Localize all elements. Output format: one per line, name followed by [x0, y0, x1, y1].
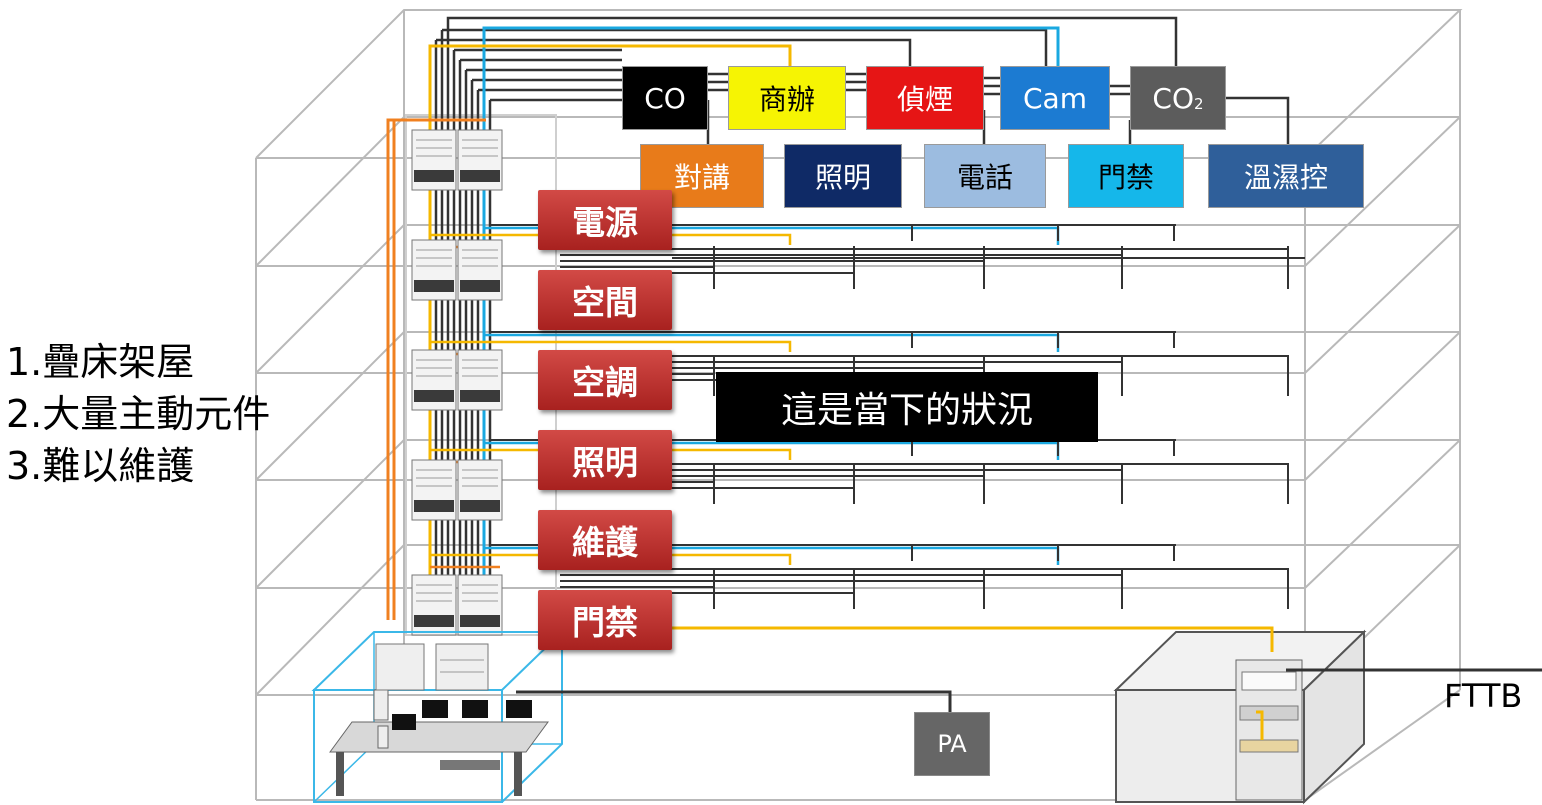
system-access-control-box: 門禁: [1068, 144, 1184, 208]
rack-switch: [460, 280, 500, 292]
floor-label-space: 空間: [538, 270, 672, 330]
system-commercial-label: 商辦: [758, 83, 815, 116]
floor-yellow-cable: [430, 340, 792, 352]
floor-label-space-text: 空間: [572, 283, 638, 322]
rack-switch: [460, 170, 500, 182]
rack-unit: [411, 459, 457, 521]
floor-label-aircon-text: 空調: [572, 363, 638, 402]
floor-label-maintenance-text: 維護: [572, 523, 638, 562]
system-phone-label: 電話: [956, 161, 1013, 194]
floor-label-aircon: 空調: [538, 350, 672, 410]
note-3: 3.難以維護: [6, 444, 195, 488]
system-co2-subscript: 2: [1194, 95, 1204, 113]
riser-racks: [411, 129, 503, 636]
rack-switch: [414, 280, 454, 292]
system-lighting-label: 照明: [814, 161, 871, 194]
rack-switch: [414, 500, 454, 512]
floor-label-maintenance: 維護: [538, 510, 672, 570]
floor-label-power-text: 電源: [572, 203, 638, 242]
cyan-cable: [482, 26, 1060, 620]
system-camera-label: Cam: [1023, 81, 1087, 115]
rack-unit: [411, 239, 457, 301]
floor-label-access: 門禁: [538, 590, 672, 650]
rack-switch: [460, 500, 500, 512]
rack-unit: [411, 349, 457, 411]
rack-unit: [457, 459, 503, 521]
rack-unit: [457, 129, 503, 191]
rack-switch: [414, 615, 454, 627]
rack-switch: [414, 170, 454, 182]
control-room: [311, 631, 565, 803]
rack-switch: [414, 390, 454, 402]
floor-label-lighting: 照明: [538, 430, 672, 490]
yellow-cable: [428, 44, 792, 620]
system-lighting-box: 照明: [784, 144, 902, 208]
system-camera-box: Cam: [1000, 66, 1110, 130]
system-co-label: CO: [644, 81, 686, 115]
status-callout-text: 這是當下的狀況: [780, 390, 1033, 431]
pa-label: PA: [937, 730, 967, 758]
floor-label-access-text: 門禁: [572, 603, 638, 642]
note-1: 1.疊床架屋: [6, 340, 195, 384]
rack-unit: [457, 574, 503, 636]
system-phone-box: 電話: [924, 144, 1046, 208]
system-climate-control-box: 溫濕控: [1208, 144, 1364, 208]
rack-switch: [460, 390, 500, 402]
rack-unit: [457, 349, 503, 411]
floor-label-lighting-text: 照明: [572, 443, 638, 482]
system-smoke-detection-box: 偵煙: [866, 66, 984, 130]
system-co-box: CO: [622, 66, 708, 130]
note-2: 2.大量主動元件: [6, 392, 271, 436]
system-co2-label: CO: [1152, 81, 1195, 115]
pa-box: PA: [914, 712, 990, 776]
system-climate-control-label: 溫濕控: [1243, 161, 1328, 194]
pa-cable: [516, 690, 952, 712]
fttb-label: FTTB: [1444, 677, 1523, 715]
system-commercial-box: 商辦: [728, 66, 846, 130]
orange-cable: [386, 118, 486, 620]
rack-unit: [411, 574, 457, 636]
status-callout: 這是當下的狀況: [716, 372, 1098, 442]
rack-unit: [411, 129, 457, 191]
rack-switch: [460, 615, 500, 627]
system-access-control-label: 門禁: [1097, 161, 1154, 194]
system-smoke-detection-label: 偵煙: [896, 83, 953, 116]
rack-unit: [457, 239, 503, 301]
floor-label-power: 電源: [538, 190, 672, 250]
system-intercom-label: 對講: [673, 161, 730, 194]
telecom-room: [672, 626, 1542, 805]
